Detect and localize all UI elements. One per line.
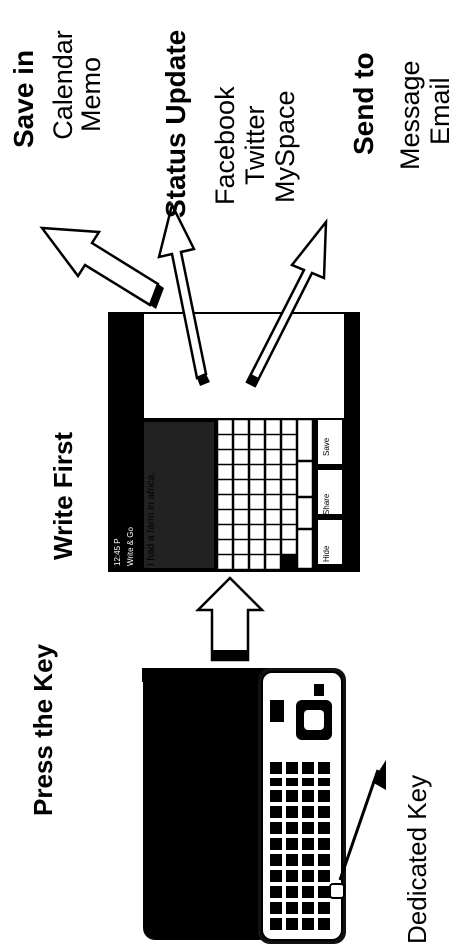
arrow-to-write — [198, 578, 262, 660]
status-update-heading: Status Update — [160, 30, 192, 218]
arrow-save-in — [42, 228, 164, 309]
send-to-heading: Send to — [348, 52, 380, 155]
send-to-item-message: Message — [395, 60, 426, 170]
screen-share-label[interactable]: Share — [322, 494, 331, 515]
screen-save-label[interactable]: Save — [322, 438, 331, 456]
status-item-myspace: MySpace — [270, 90, 301, 203]
dedicated-key-label: Dedicated Key — [402, 775, 433, 944]
screen-note-text: I had a farm in africa. — [146, 472, 157, 566]
phone-device — [142, 668, 346, 944]
text-area[interactable] — [144, 314, 344, 418]
write-first-title: Write First — [48, 432, 79, 560]
status-item-twitter: Twitter — [240, 105, 271, 185]
save-in-heading: Save in — [8, 50, 40, 148]
status-item-facebook: Facebook — [210, 86, 241, 205]
save-in-item-calendar: Calendar — [48, 15, 79, 155]
screen-app-title: Write & Go — [126, 527, 135, 566]
dedicated-key — [330, 884, 344, 898]
callout-arrow — [340, 760, 386, 880]
send-to-item-email: Email — [425, 77, 456, 145]
save-in-item-memo: Memo — [76, 57, 107, 132]
screen-status-time: 12:45 P — [113, 538, 122, 566]
press-key-title: Press the Key — [28, 644, 59, 816]
screen-hide-label[interactable]: Hide — [322, 546, 331, 562]
